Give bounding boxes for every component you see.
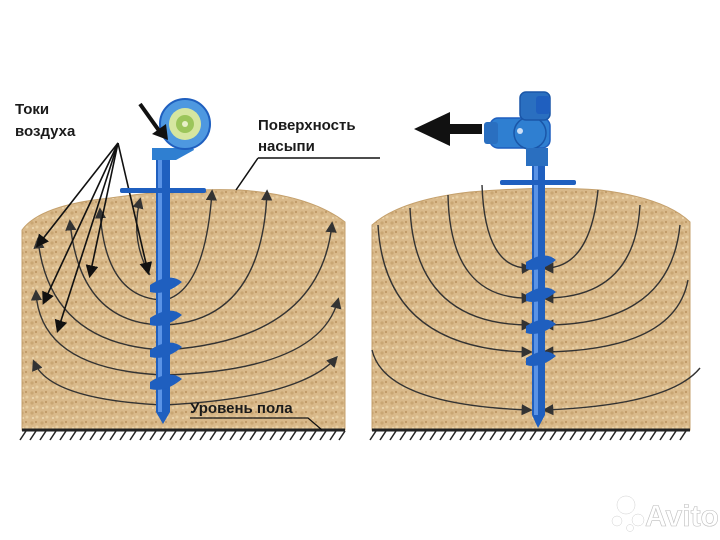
air-currents-pointers [36, 142, 153, 334]
air-currents-label-line1: Токи [15, 101, 49, 118]
right-flow-lines [371, 184, 701, 416]
floor-level-label: Уровень пола [190, 400, 293, 417]
left-fan [159, 98, 211, 150]
left-auger [120, 140, 206, 424]
right-grain-pile [371, 187, 691, 431]
exhaust-arrow-icon [414, 112, 482, 146]
left-intake-arrow-icon [138, 102, 168, 140]
surface-label-line2: насыпи [258, 138, 315, 155]
surface-pointer-line [235, 157, 380, 191]
ground-right [369, 428, 690, 441]
air-currents-label-line2: воздуха [15, 123, 76, 140]
floor-pointer-line [190, 417, 323, 431]
ground-left [19, 428, 346, 441]
surface-label-line1: Поверхность [258, 117, 356, 134]
right-fan [484, 91, 551, 166]
left-flow-lines [30, 189, 342, 406]
right-auger [500, 165, 576, 428]
avito-dots-logo-icon [611, 495, 645, 532]
avito-watermark-text: Avito [645, 500, 719, 533]
